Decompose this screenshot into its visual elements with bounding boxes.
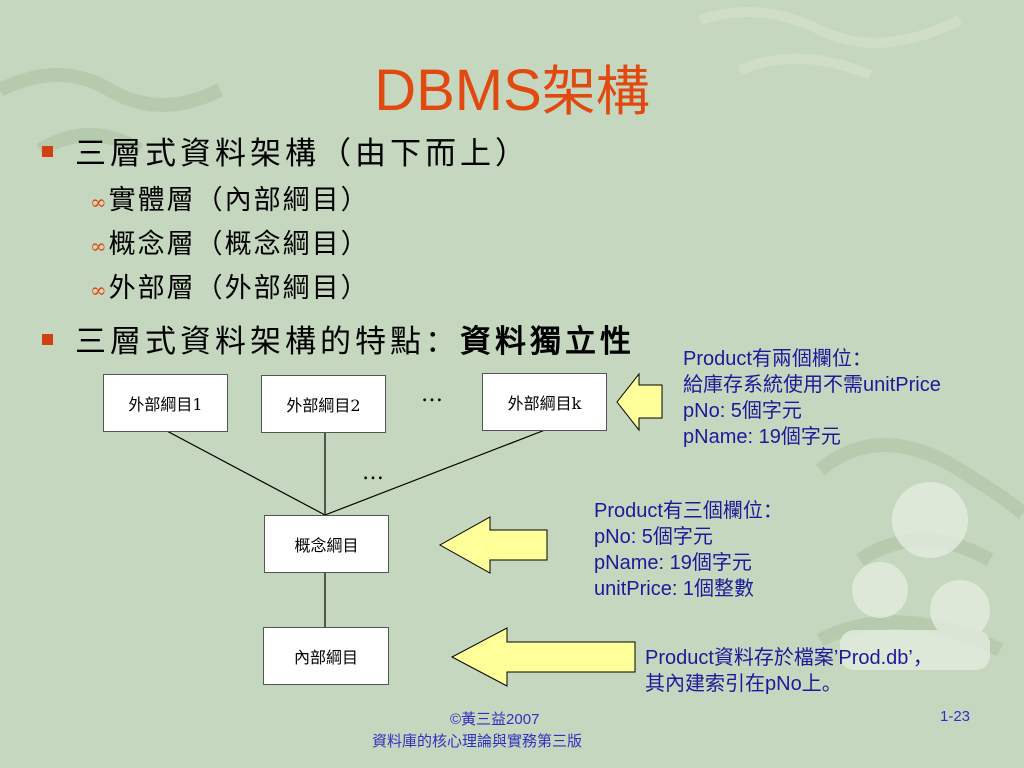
footer-copyright: ©黃三益2007 [450, 711, 540, 728]
note-line: Product資料存於檔案’Prod.db’， [645, 647, 933, 669]
sub-item-physical: ∞實體層（內部綱目） [90, 178, 370, 217]
box-external-schema-k: 外部綱目k [482, 373, 607, 431]
box-external-schema-2: 外部綱目2 [261, 375, 386, 433]
note-line: pNo: 5個字元 [683, 400, 802, 422]
note-line: unitPrice: 1個整數 [594, 578, 755, 600]
bullet-text: 三層式資料架構（由下而上） [75, 136, 530, 172]
note-line: Product有三個欄位： [594, 500, 783, 522]
bullet-text: 三層式資料架構的特點： [75, 324, 460, 360]
sub-item-text: 外部層（外部綱目） [108, 273, 370, 304]
note-line: 給庫存系統使用不需unitPrice [683, 374, 941, 396]
sub-item-conceptual: ∞概念層（概念綱目） [90, 222, 370, 261]
note-line: Product有兩個欄位： [683, 348, 872, 370]
title-latin: DBMS [374, 58, 542, 123]
link-marker-icon: ∞ [90, 278, 107, 302]
link-marker-icon: ∞ [90, 234, 107, 258]
bullet-features: 三層式資料架構的特點：資料獨立性 [42, 316, 635, 361]
note-external-schema: Product有兩個欄位： 給庫存系統使用不需unitPrice pNo: 5個… [683, 346, 941, 450]
slide-title: DBMS架構 [0, 56, 1024, 127]
footer-book-title: 資料庫的核心理論與實務第三版 [372, 733, 583, 750]
note-line: pName: 19個字元 [594, 552, 752, 574]
note-internal-schema: Product資料存於檔案’Prod.db’， 其內建索引在pNo上。 [645, 645, 933, 697]
box-external-schema-1: 外部綱目1 [103, 374, 228, 432]
footer-page-number: 1-23 [940, 708, 971, 725]
bullet-square-icon [42, 146, 53, 157]
bullet-emphasis: 資料獨立性 [460, 324, 635, 360]
arrow-internal-icon [450, 627, 636, 687]
link-marker-icon: ∞ [90, 190, 107, 214]
sub-item-text: 實體層（內部綱目） [108, 185, 370, 216]
ellipsis-external: … [421, 382, 443, 407]
ellipsis-connectors: … [362, 460, 384, 485]
sub-item-text: 概念層（概念綱目） [108, 229, 370, 260]
note-line: pName: 19個字元 [683, 426, 841, 448]
note-conceptual-schema: Product有三個欄位： pNo: 5個字元 pName: 19個字元 uni… [594, 498, 783, 602]
arrow-conceptual-icon [438, 516, 548, 574]
arrow-external-icon [616, 372, 663, 432]
note-line: 其內建索引在pNo上。 [645, 673, 842, 695]
bullet-square-icon [42, 334, 53, 345]
sub-item-external: ∞外部層（外部綱目） [90, 266, 370, 305]
box-conceptual-schema: 概念綱目 [264, 515, 389, 573]
note-line: pNo: 5個字元 [594, 526, 713, 548]
box-internal-schema: 內部綱目 [263, 627, 389, 685]
title-cjk: 架構 [541, 60, 650, 123]
bullet-three-tier: 三層式資料架構（由下而上） [42, 128, 530, 173]
